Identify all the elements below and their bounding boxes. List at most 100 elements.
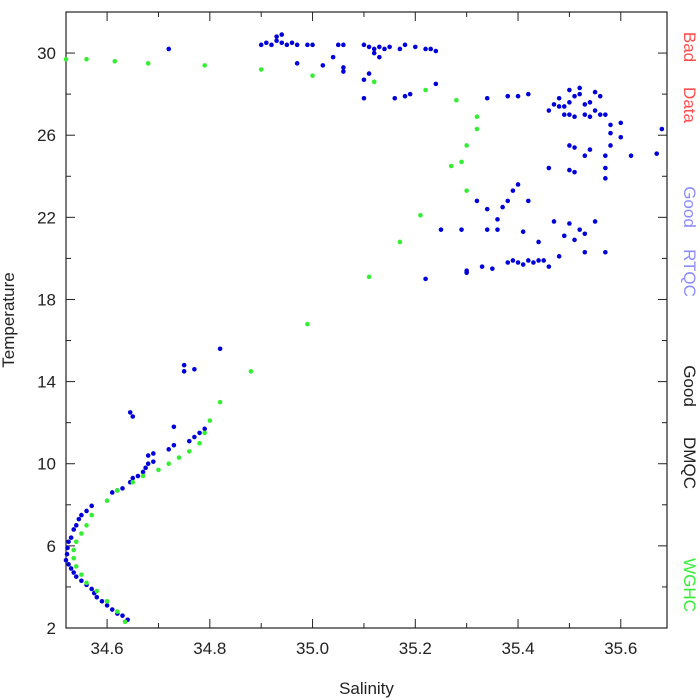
data-point: [577, 227, 582, 232]
data-point: [310, 73, 315, 78]
data-point: [73, 523, 79, 528]
y-tick-label: 22: [37, 208, 56, 227]
data-point: [64, 551, 70, 557]
x-tick-label: 34.6: [91, 639, 124, 658]
data-point: [109, 490, 115, 495]
data-point: [505, 260, 511, 265]
data-point: [567, 112, 572, 117]
data-point: [556, 254, 562, 259]
data-point: [264, 40, 269, 46]
data-point: [320, 63, 326, 68]
data-point: [392, 95, 398, 101]
data-point: [402, 93, 408, 99]
data-point: [145, 461, 151, 467]
data-point: [618, 134, 624, 140]
data-point: [294, 42, 300, 48]
data-point: [459, 159, 464, 165]
legend-entry: Bad: [680, 32, 699, 62]
data-point: [366, 71, 372, 76]
data-point: [166, 46, 172, 52]
data-point: [171, 424, 177, 430]
data-point: [418, 212, 423, 218]
data-point: [284, 42, 290, 48]
data-point: [484, 227, 490, 232]
data-point: [592, 219, 598, 224]
data-point: [603, 153, 608, 159]
x-tick-label: 34.8: [193, 639, 226, 658]
data-point: [520, 262, 526, 267]
data-point: [66, 539, 71, 545]
data-point: [551, 219, 557, 224]
y-tick-label: 26: [37, 126, 56, 145]
data-point: [217, 399, 223, 405]
data-point: [587, 114, 593, 120]
data-point: [176, 455, 182, 460]
data-point: [438, 227, 444, 232]
data-point: [65, 545, 70, 551]
data-point: [459, 227, 464, 232]
data-point: [454, 97, 459, 103]
data-point: [377, 44, 382, 50]
data-point: [84, 523, 89, 528]
data-point: [371, 50, 377, 56]
data-point: [294, 61, 300, 66]
data-point: [181, 362, 187, 368]
data-point: [120, 613, 125, 618]
data-point: [71, 555, 77, 561]
data-point: [84, 508, 89, 514]
data-point: [526, 258, 531, 263]
data-point: [659, 126, 665, 132]
data-point: [608, 122, 613, 128]
data-point: [279, 32, 285, 37]
data-point: [592, 108, 598, 113]
data-point: [628, 153, 634, 159]
data-point: [143, 465, 148, 471]
data-point: [515, 93, 521, 99]
data-point: [361, 42, 367, 48]
data-point: [207, 418, 213, 423]
data-point: [73, 539, 79, 545]
data-point: [335, 42, 341, 48]
data-point: [130, 475, 136, 481]
data-point: [63, 56, 69, 62]
data-point: [505, 93, 511, 99]
data-point: [397, 46, 403, 52]
y-tick-label: 6: [47, 537, 56, 556]
data-point: [556, 95, 562, 101]
data-point: [387, 44, 392, 50]
data-point: [484, 206, 490, 212]
data-point: [151, 459, 156, 464]
data-point: [597, 112, 603, 117]
y-tick-label: 18: [37, 290, 56, 309]
data-point: [112, 58, 118, 64]
data-point: [536, 258, 541, 263]
data-point: [448, 163, 454, 169]
data-point: [202, 63, 207, 68]
data-point: [71, 570, 77, 575]
legend-entry: RTQC: [680, 249, 699, 297]
data-point: [73, 564, 79, 569]
series-good-rtqc: [63, 32, 665, 623]
data-point: [603, 249, 608, 255]
data-point: [572, 93, 577, 99]
data-point: [361, 77, 367, 83]
data-point: [608, 143, 613, 148]
points-layer: [63, 32, 665, 625]
data-point: [258, 67, 264, 72]
data-point: [592, 89, 598, 95]
data-point: [79, 578, 84, 584]
data-point: [89, 586, 94, 592]
y-axis-title: Temperature: [0, 272, 18, 367]
x-tick-label: 35.0: [296, 639, 329, 658]
data-point: [305, 321, 310, 327]
data-point: [366, 274, 372, 280]
data-point: [618, 120, 624, 126]
data-point: [423, 46, 428, 52]
data-point: [94, 588, 100, 594]
data-point: [145, 453, 151, 458]
data-point: [361, 95, 367, 101]
data-point: [120, 486, 125, 491]
data-point: [510, 258, 516, 263]
data-point: [166, 447, 172, 452]
